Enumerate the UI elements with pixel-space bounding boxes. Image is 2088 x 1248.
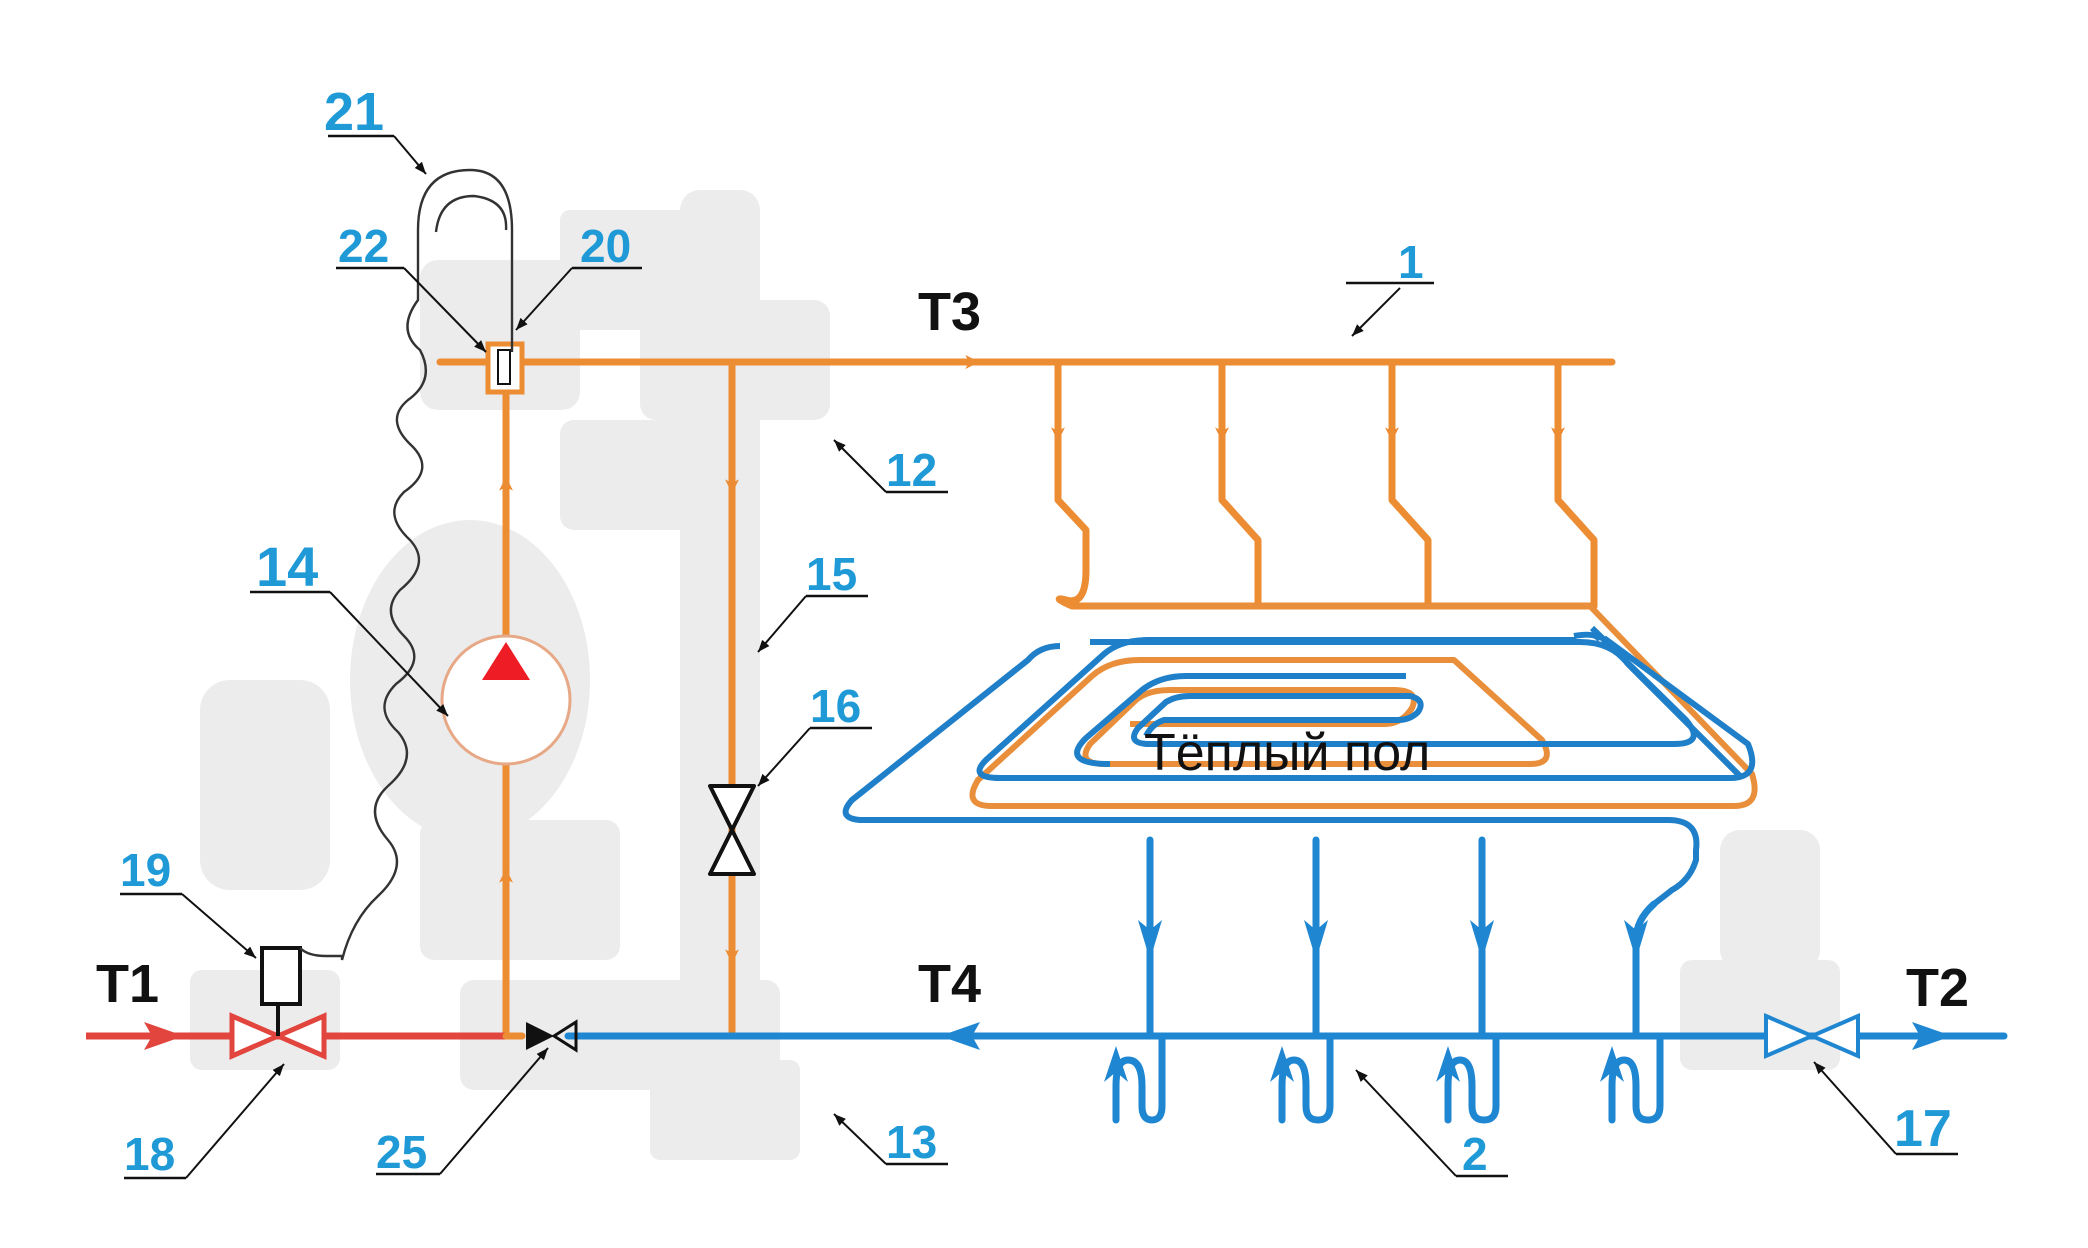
pipe-label-t1: T1: [96, 954, 159, 1014]
callout-18: 18: [124, 1128, 175, 1180]
pipe-label-t3: T3: [918, 282, 981, 342]
capillary-tube: [299, 168, 514, 961]
callout-21: 21: [324, 82, 384, 142]
callout-12: 12: [886, 444, 937, 496]
return-drops: [1138, 836, 1658, 1040]
callout-14: 14: [256, 535, 318, 598]
check-valve: [526, 1019, 578, 1053]
callout-19: 19: [120, 844, 171, 896]
thermostatic-valve: [229, 946, 327, 1060]
callout-16: 16: [810, 680, 861, 732]
return-loops: [1104, 1032, 1664, 1124]
callout-17: 17: [1894, 1100, 1952, 1158]
return-shutoff-valve: [1764, 1012, 1860, 1060]
bypass-line: [708, 358, 756, 1040]
callout-leaders: [120, 134, 1958, 1180]
pipe-label-t4: T4: [918, 954, 981, 1014]
circulation-pump: [440, 634, 572, 766]
background-manifold-silhouette: [190, 190, 1840, 1160]
callout-20: 20: [580, 220, 631, 272]
floor-heating-label: Тёплый пол: [1144, 724, 1430, 782]
callout-2: 2: [1462, 1128, 1488, 1180]
supply-drops: [1051, 358, 1598, 610]
pipe-label-t2: T2: [1906, 958, 1969, 1018]
callout-22: 22: [338, 220, 389, 272]
floor-heating-coil: [842, 603, 1758, 907]
callout-15: 15: [806, 548, 857, 600]
callout-1: 1: [1398, 236, 1424, 288]
callout-25: 25: [376, 1126, 427, 1178]
callout-13: 13: [886, 1116, 937, 1168]
temperature-sensor: [485, 341, 525, 395]
